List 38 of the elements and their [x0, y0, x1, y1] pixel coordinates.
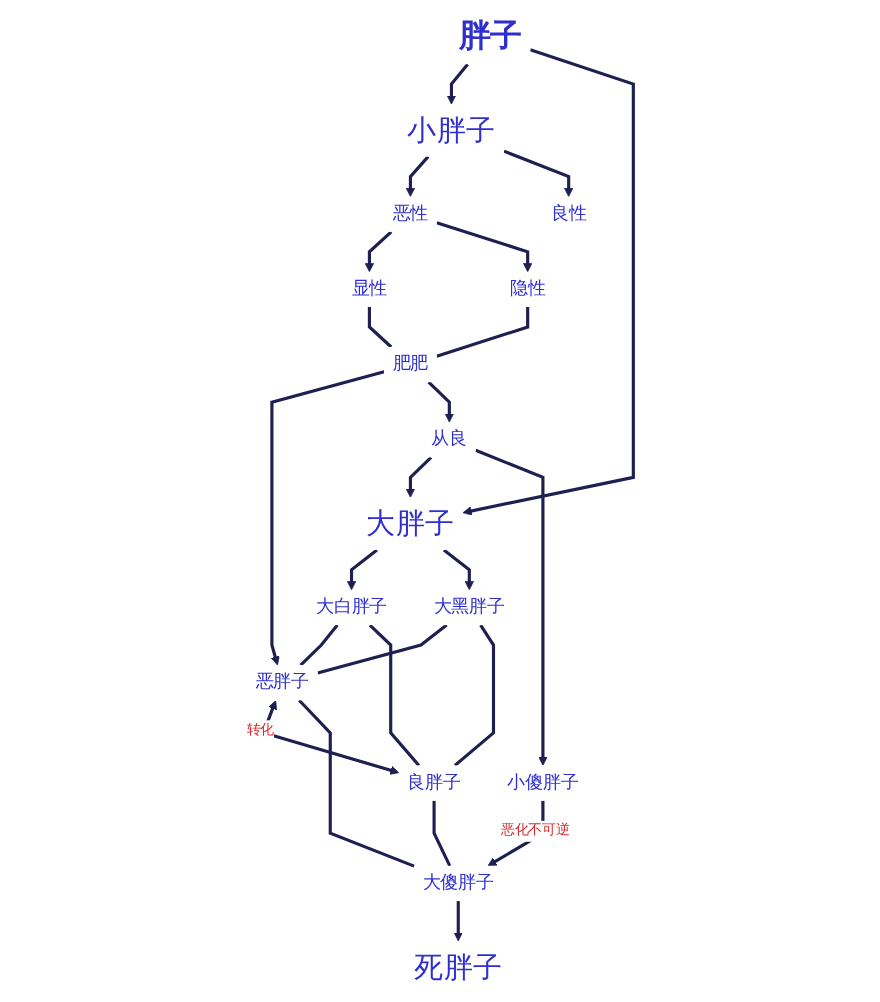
arrow [475, 448, 548, 766]
node-text: 恶胖子 [255, 671, 310, 693]
connector [368, 623, 421, 767]
arrow [436, 221, 533, 273]
arrow [427, 381, 454, 423]
arrow [453, 901, 463, 942]
node-text: 大傻胖子 [422, 872, 495, 894]
connector [298, 699, 415, 868]
connector [436, 307, 530, 358]
node-text: 从良 [431, 428, 468, 450]
node-text: 良性 [550, 202, 587, 224]
arrow [503, 149, 574, 198]
node-text: 隐性 [509, 278, 546, 300]
connector [299, 624, 339, 667]
node-text: 显性 [351, 278, 388, 300]
node-text: 肥肥 [392, 353, 429, 375]
arrow [346, 548, 378, 591]
connector [317, 623, 448, 675]
node-text: 小傻胖子 [507, 771, 579, 793]
arrow [405, 456, 433, 498]
arrow [270, 370, 385, 666]
arrow [442, 548, 474, 591]
node-text: 死胖子 [414, 949, 503, 985]
node-text: 恶性 [392, 202, 429, 224]
arrow [462, 48, 635, 516]
connector [367, 307, 393, 349]
node-text: 小胖子 [407, 112, 496, 148]
arrow [446, 63, 469, 105]
node-text: 胖子 [458, 17, 522, 55]
arrow [261, 700, 400, 775]
node-text: 大白胖子 [315, 596, 388, 618]
connector [453, 624, 496, 767]
arrow [405, 155, 430, 198]
node-text: 大胖子 [366, 505, 455, 541]
node-text: 大黑胖子 [433, 596, 506, 618]
arrow [364, 230, 393, 273]
node-text: 良胖子 [407, 771, 461, 793]
connector [432, 800, 452, 867]
